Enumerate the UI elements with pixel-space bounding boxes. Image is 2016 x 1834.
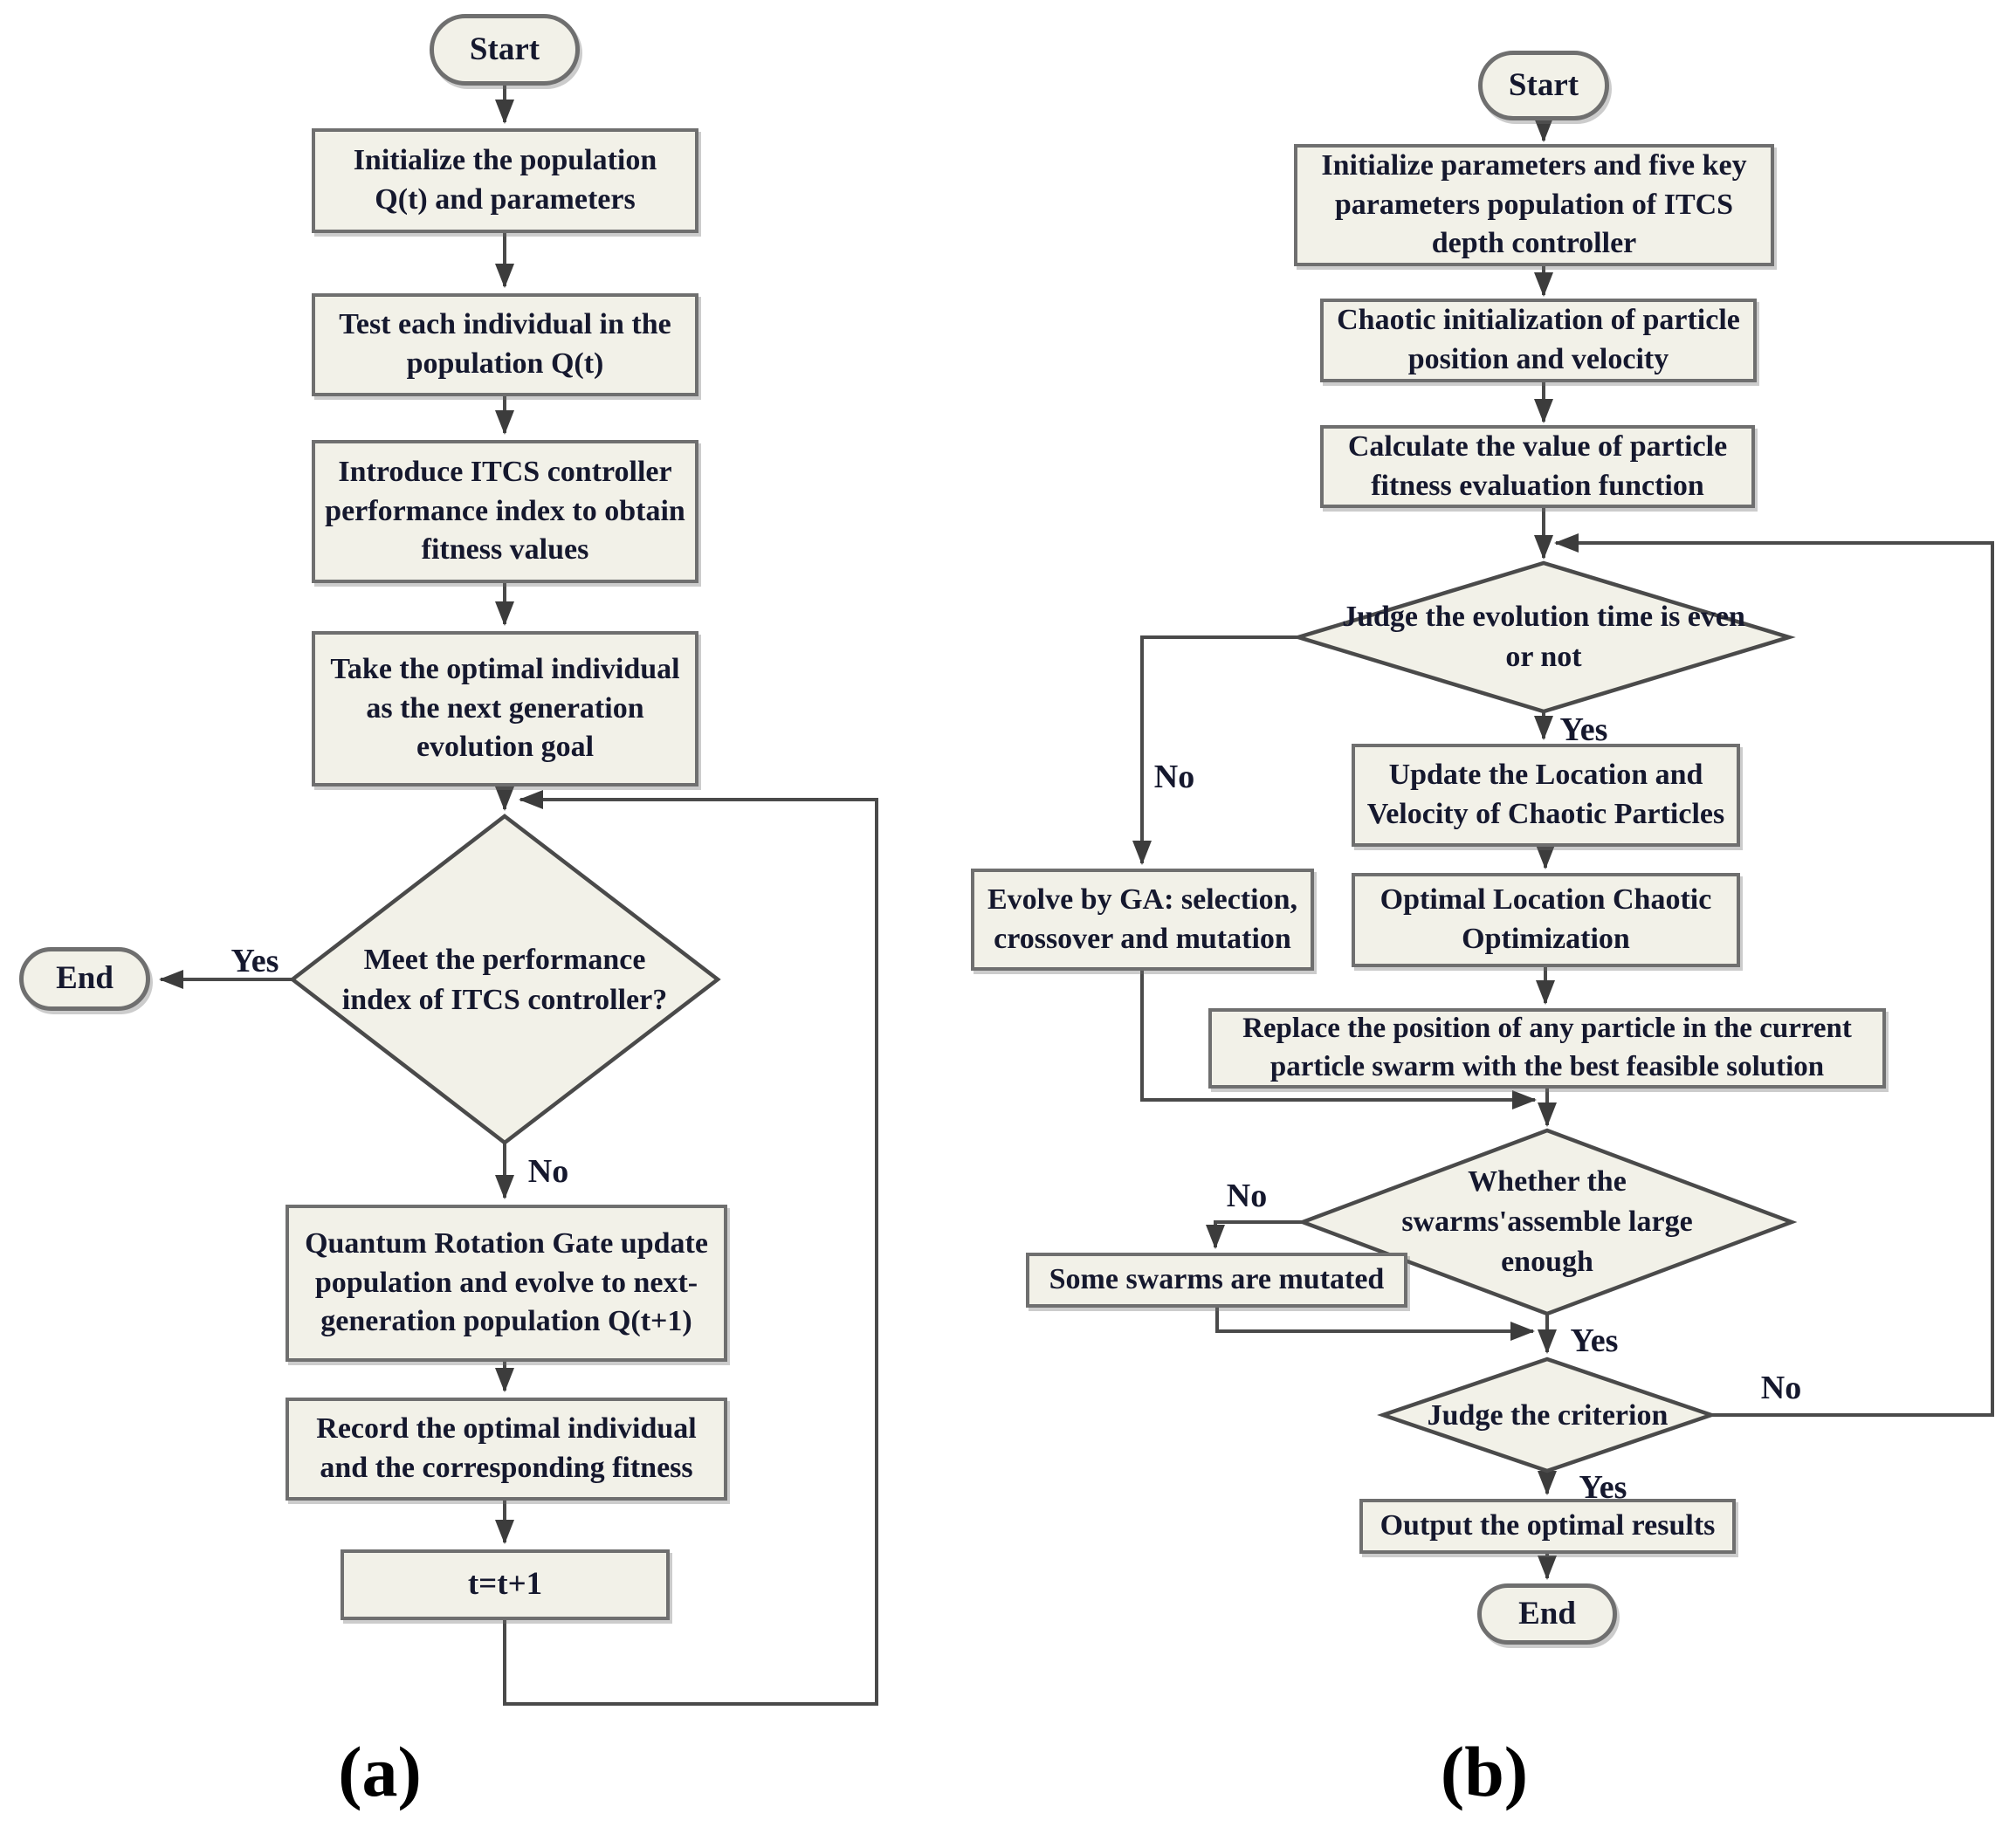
process-b-update-location-velocity: Update the Location and Velocity of Chao… [1352, 744, 1740, 847]
branch-label-b-criterion-no: No [1761, 1370, 1801, 1406]
process-b-output-optimal-results: Output the optimal results [1359, 1499, 1736, 1554]
edge-b-judgeeven-no-ga [1132, 635, 1298, 865]
edge-b-whether-no-mutated [1206, 1220, 1303, 1249]
caption-panel-b: (b) [1440, 1732, 1529, 1811]
process-a-increment-t: t=t+1 [341, 1549, 670, 1620]
process-b-initialize-parameters: Initialize parameters and five key param… [1294, 144, 1774, 266]
decision-diamond-a [289, 814, 721, 1145]
terminal-a-end: End [19, 947, 150, 1011]
decision-diamond-b-judge-even [1291, 560, 1796, 714]
process-a-introduce-performance-index: Introduce ITCS controller performance in… [312, 440, 698, 583]
edge-b-criterion-no-loop [1554, 533, 1994, 1417]
process-a-test-individuals: Test each individual in the population Q… [312, 293, 698, 396]
process-a-take-optimal-individual: Take the optimal individual as the next … [312, 631, 698, 786]
branch-label-a-yes: Yes [231, 943, 279, 979]
branch-label-b-whether-no: No [1227, 1178, 1267, 1214]
process-b-evolve-by-ga: Evolve by GA: selection, crossover and m… [971, 869, 1314, 971]
branch-label-b-judgeeven-yes: Yes [1560, 711, 1608, 748]
process-a-initialize-population: Initialize the population Q(t) and param… [312, 128, 698, 233]
decision-diamond-b-criterion [1377, 1357, 1717, 1473]
process-b-chaotic-initialization: Chaotic initialization of particle posit… [1320, 299, 1757, 382]
branch-label-b-judgeeven-no: No [1154, 759, 1194, 795]
decision-a-meet-performance-index-label: Meet the performance index of ITCS contr… [341, 944, 668, 1016]
decision-b-judge-evolution-time-label: Judge the evolution time is even or not [1342, 601, 1745, 673]
edge-a-loop-back [503, 790, 878, 1706]
decision-diamond-b-whether [1297, 1128, 1798, 1316]
terminal-b-start: Start [1478, 51, 1609, 120]
process-b-replace-position: Replace the position of any particle in … [1208, 1008, 1886, 1089]
caption-panel-a: (a) [338, 1732, 422, 1811]
branch-label-b-whether-yes: Yes [1571, 1322, 1619, 1359]
process-b-optimal-location-chaotic: Optimal Location Chaotic Optimization [1352, 873, 1740, 967]
edge-b-mutated-merge [1215, 1308, 1535, 1341]
terminal-b-end: End [1477, 1583, 1617, 1645]
process-a-quantum-rotation-gate: Quantum Rotation Gate update population … [286, 1205, 727, 1362]
process-b-calculate-fitness: Calculate the value of particle fitness … [1320, 425, 1755, 508]
process-a-record-optimal: Record the optimal individual and the co… [286, 1398, 727, 1501]
decision-b-judge-criterion-label: Judge the criterion [1427, 1399, 1669, 1432]
terminal-a-start: Start [430, 14, 580, 86]
decision-b-whether-swarms-label: Whether the swarms'assemble large enough [1401, 1165, 1693, 1278]
edge-b-ga-merge [1140, 971, 1537, 1109]
branch-label-a-no: No [528, 1153, 568, 1190]
process-b-some-swarms-mutated: Some swarms are mutated [1026, 1253, 1407, 1308]
